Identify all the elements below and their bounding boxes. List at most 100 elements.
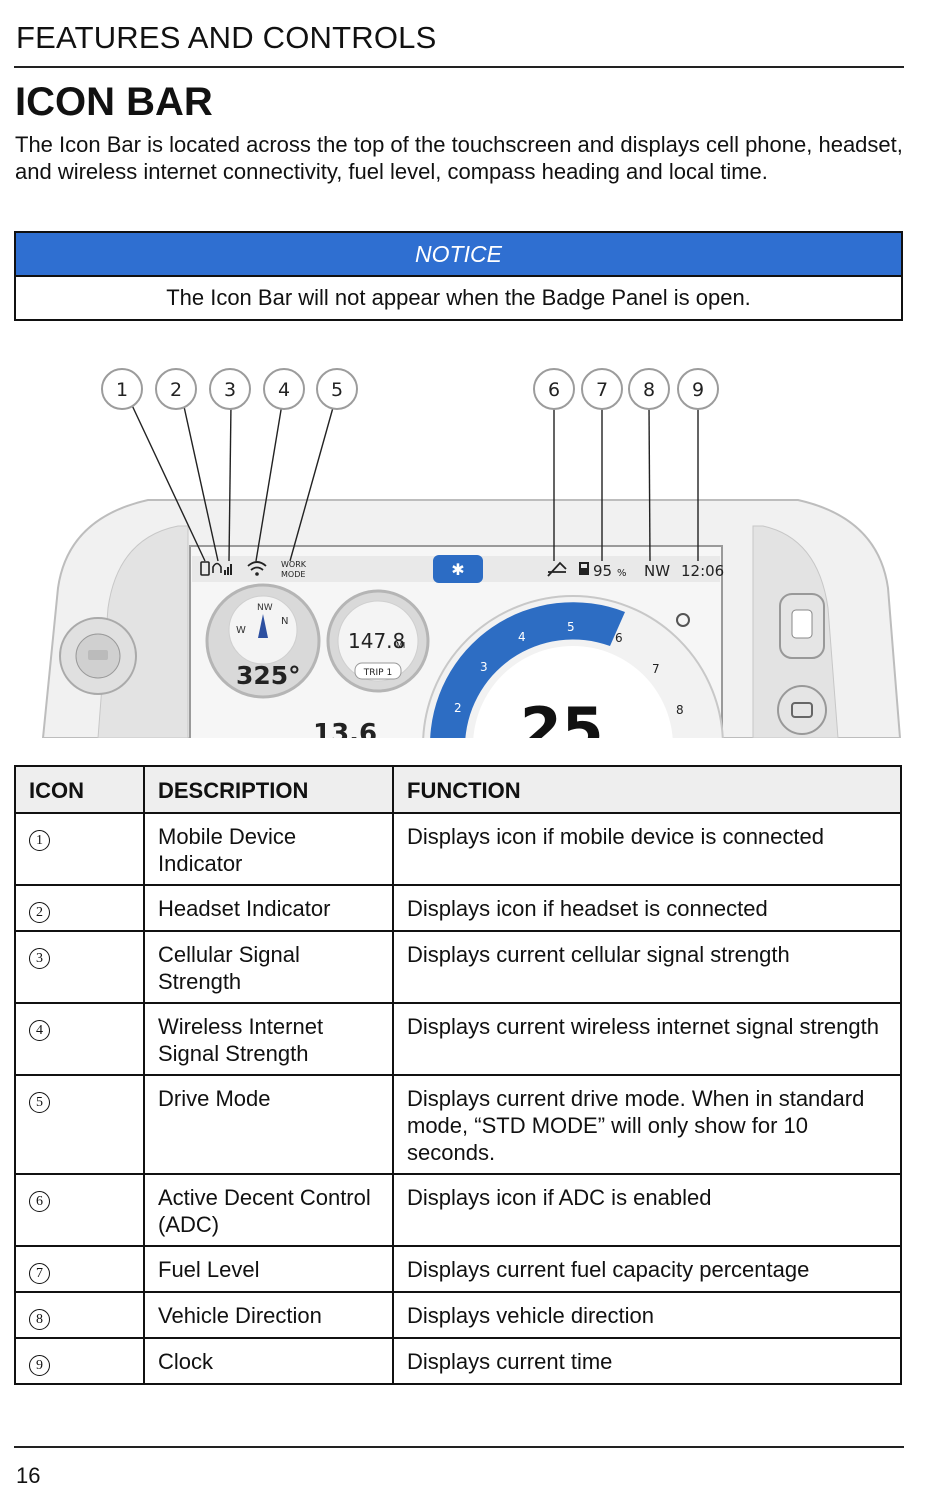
- callout-circle: [209, 368, 251, 410]
- callout-number: 8: [29, 1309, 50, 1330]
- callout-leaders: [129, 400, 699, 562]
- work-mode-line1: WORK: [281, 560, 307, 569]
- function-cell: Displays vehicle direction: [392, 1291, 902, 1339]
- page-title: ICON BAR: [15, 80, 213, 124]
- description-cell: Mobile Device Indicator: [143, 812, 394, 886]
- gauge-tick-6: 6: [615, 631, 623, 645]
- footer-rule: [14, 1446, 904, 1448]
- description-cell: Headset Indicator: [143, 884, 394, 932]
- header-icon: ICON: [14, 765, 145, 814]
- icon-cell: 9: [14, 1337, 145, 1385]
- function-cell: Displays current time: [392, 1337, 902, 1385]
- callout-number: 3: [29, 948, 50, 969]
- icon-cell: 6: [14, 1173, 145, 1247]
- icon-bar-illustration: ✱ WORK MODE 95 % NW 12:06 NW W N 325° 14…: [41, 368, 902, 740]
- callout-circle: [316, 368, 358, 410]
- work-mode-line2: MODE: [281, 570, 305, 579]
- gauge-tick-8: 8: [676, 703, 684, 717]
- icon-cell: 8: [14, 1291, 145, 1339]
- fuel-icon: [579, 562, 589, 575]
- callout-label: 8: [643, 379, 655, 401]
- function-cell: Displays current drive mode. When in sta…: [392, 1074, 902, 1175]
- section-header: FEATURES AND CONTROLS: [16, 20, 437, 55]
- callout-label: 6: [548, 379, 560, 401]
- direction-value: NW: [644, 562, 670, 580]
- icon-cell: 7: [14, 1245, 145, 1293]
- icon-cell: 5: [14, 1074, 145, 1175]
- callout-circle: [533, 368, 575, 410]
- description-cell: Vehicle Direction: [143, 1291, 394, 1339]
- header-rule: [14, 66, 904, 68]
- callout-number: 4: [29, 1020, 50, 1041]
- page-number: 16: [16, 1463, 41, 1488]
- callout-circle: [263, 368, 305, 410]
- notice-heading: NOTICE: [16, 233, 901, 277]
- function-cell: Displays icon if headset is connected: [392, 884, 902, 932]
- callout-number: 1: [29, 830, 50, 851]
- function-cell: Displays icon if mobile device is connec…: [392, 812, 902, 886]
- headset-icon: [212, 562, 222, 573]
- compass-n: N: [281, 616, 288, 627]
- intro-paragraph: The Icon Bar is located across the top o…: [15, 132, 903, 184]
- icon-cell: 1: [14, 812, 145, 886]
- table-header-row: ICON DESCRIPTION FUNCTION: [14, 765, 902, 814]
- callout-circle: [155, 368, 197, 410]
- gauge-tick-2: 2: [454, 701, 462, 715]
- wifi-icon: [247, 561, 267, 571]
- gauge-tick-3: 3: [480, 660, 488, 674]
- cellular-signal-icon: [224, 564, 232, 575]
- adc-icon: [547, 561, 567, 577]
- compass-label: NW: [257, 603, 273, 613]
- svg-text:✱: ✱: [451, 560, 464, 579]
- description-cell: Cellular Signal Strength: [143, 930, 394, 1004]
- trip-label: TRIP 1: [363, 668, 392, 678]
- callout-label: 5: [331, 379, 343, 401]
- speed-value: 25: [520, 695, 604, 740]
- notice-text: The Icon Bar will not appear when the Ba…: [166, 285, 751, 310]
- callout-number: 9: [29, 1355, 50, 1376]
- icon-cell: 3: [14, 930, 145, 1004]
- callout-number: 2: [29, 902, 50, 923]
- gauge-tick-5: 5: [567, 620, 575, 634]
- trip-distance: 147.8: [348, 629, 405, 653]
- icon-cell: 2: [14, 884, 145, 932]
- callout-label: 7: [596, 379, 608, 401]
- trip-unit: MI: [396, 641, 405, 650]
- compass-needle: [258, 614, 268, 638]
- notice-box: NOTICE The Icon Bar will not appear when…: [14, 231, 903, 321]
- clock-value: 12:06: [681, 562, 724, 580]
- callout-circle: [581, 368, 623, 410]
- speedometer: 2 3 4 5 6 7 8 25: [422, 595, 724, 740]
- callout-circle: [628, 368, 670, 410]
- header-function: FUNCTION: [392, 765, 902, 814]
- callout-circle: [101, 368, 143, 410]
- callout-circle: [677, 368, 719, 410]
- function-cell: Displays current fuel capacity percentag…: [392, 1245, 902, 1293]
- callout-label: 1: [116, 379, 128, 401]
- table-row: 6 Active Decent Control (ADC)Displays ico…: [14, 1173, 902, 1247]
- icon-cell: 4: [14, 1002, 145, 1076]
- callout-number: 7: [29, 1263, 50, 1284]
- description-cell: Active Decent Control (ADC): [143, 1173, 394, 1247]
- callout-number: 5: [29, 1092, 50, 1113]
- callout-number: 6: [29, 1191, 50, 1212]
- header-description: DESCRIPTION: [143, 765, 394, 814]
- callout-label: 2: [170, 379, 182, 401]
- mobile-device-icon: [200, 561, 210, 576]
- callout-label: 9: [692, 379, 704, 401]
- function-cell: Displays current cellular signal strengt…: [392, 930, 902, 1004]
- bottom-value: 13.6: [313, 719, 377, 740]
- function-cell: Displays icon if ADC is enabled: [392, 1173, 902, 1247]
- callout-label: 4: [278, 379, 290, 401]
- description-cell: Fuel Level: [143, 1245, 394, 1293]
- description-cell: Drive Mode: [143, 1074, 394, 1175]
- fuel-unit: %: [617, 568, 627, 579]
- description-cell: Clock: [143, 1337, 394, 1385]
